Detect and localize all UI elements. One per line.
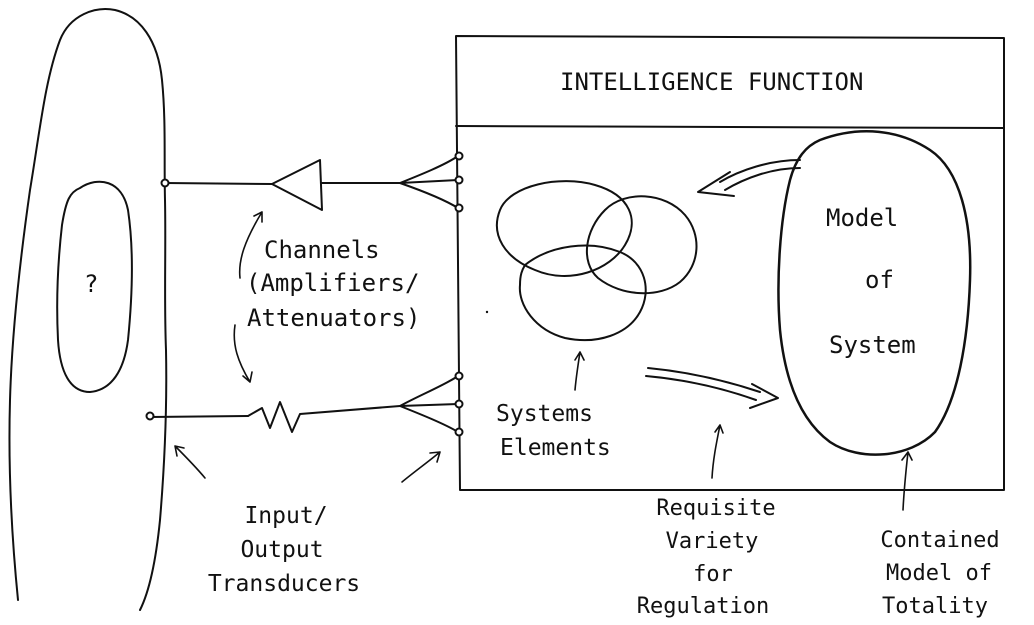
transducers-line1: Input/ — [244, 503, 328, 529]
amplifier-triangle — [271, 159, 323, 211]
unknown-region-label: ? — [84, 270, 99, 298]
channels-label-line2: (Amplifiers/ — [246, 269, 420, 297]
upper-channel-fork — [399, 155, 459, 209]
transducers-line3: Transducers — [207, 571, 361, 597]
intelligence-function-box — [455, 35, 1005, 491]
upper-channel-line-left — [164, 182, 273, 185]
intelligence-function-title: INTELLIGENCE FUNCTION — [560, 68, 864, 96]
systems-elements-line2: Elements — [500, 435, 611, 461]
model-label-line3: System — [829, 331, 916, 359]
requisite-variety-line4: Regulation — [636, 594, 770, 619]
systems-elements-line1: Systems — [496, 401, 593, 427]
terminal-dot — [454, 371, 464, 381]
contained-model-pointer — [901, 451, 913, 511]
channels-pointer-up — [238, 211, 263, 279]
channels-label-line1: Channels — [264, 236, 380, 264]
systems-element-loop-1 — [495, 180, 633, 277]
lower-channel-fork — [399, 375, 459, 433]
output-pointer — [401, 451, 441, 483]
attenuator-zigzag — [247, 401, 401, 433]
environment-boundary — [8, 8, 168, 611]
speck — [485, 310, 489, 314]
contained-model-line3: Totality — [882, 594, 988, 619]
terminal-dot — [160, 178, 170, 188]
terminal-dot — [145, 411, 155, 421]
systems-element-loop-3 — [518, 244, 647, 342]
terminal-dot — [454, 175, 464, 185]
requisite-variety-line3: for — [693, 562, 733, 587]
requisite-variety-line2: Variety — [665, 529, 759, 554]
requisite-variety-pointer — [711, 424, 724, 479]
channels-pointer-down — [233, 324, 253, 383]
terminal-dot — [454, 399, 464, 409]
regulation-arrow-head — [749, 383, 779, 409]
channels-label-line3: Attenuators) — [247, 304, 421, 332]
regulation-arrow — [645, 367, 761, 401]
systems-element-loop-2 — [585, 195, 698, 295]
unknown-region-oval — [56, 180, 133, 393]
requisite-variety-line1: Requisite — [656, 496, 776, 521]
contained-model-line1: Contained — [880, 528, 1000, 553]
contained-model-line2: Model of — [886, 561, 992, 586]
model-label-line1: Model — [826, 204, 899, 232]
model-of-system-blob — [777, 130, 972, 456]
terminal-dot — [454, 427, 464, 437]
intelligence-function-divider — [455, 125, 1005, 129]
feedback-arrow-head — [697, 171, 735, 197]
lower-channel-line-left — [149, 415, 249, 418]
transducers-line2: Output — [240, 537, 324, 563]
input-pointer — [174, 445, 206, 479]
systems-elements-pointer — [574, 351, 585, 391]
feedback-arrow — [719, 159, 801, 191]
terminal-dot — [454, 151, 464, 161]
model-label-line2: of — [865, 266, 894, 294]
terminal-dot — [454, 203, 464, 213]
